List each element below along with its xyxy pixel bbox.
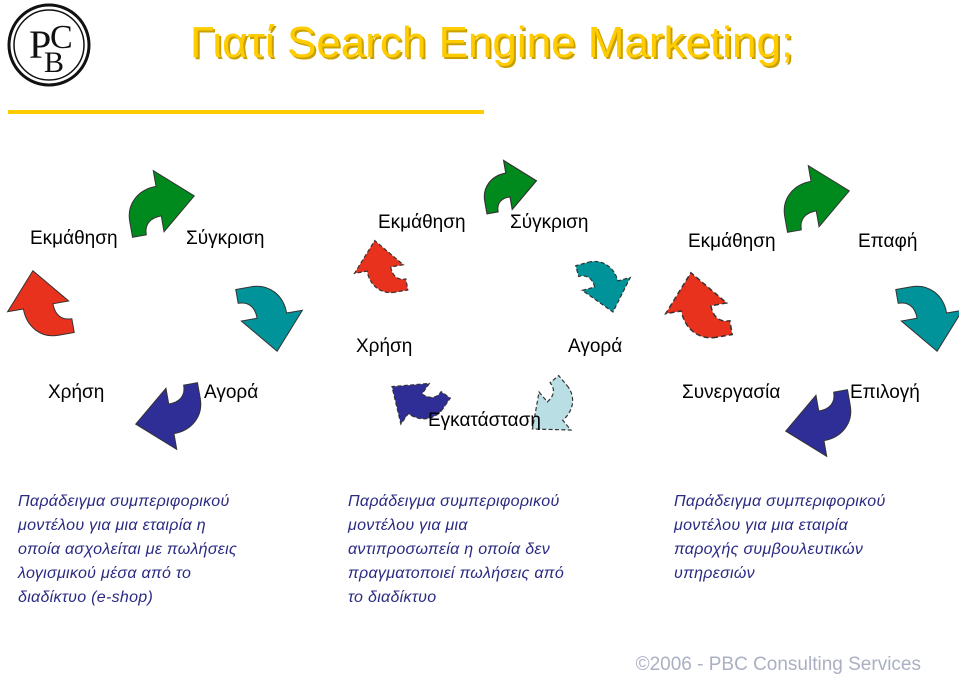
- cycle1-green-arrow-icon: [121, 163, 200, 238]
- cycle1-red-arrow-icon: [0, 265, 75, 344]
- cycle2-label-learning: Εκμάθηση: [378, 212, 466, 233]
- cycle1-teal-arrow-icon: [235, 278, 310, 357]
- cycle2-label-purchase: Αγορά: [568, 336, 623, 357]
- description-line: Παράδειγμα συμπεριφορικού: [348, 493, 560, 510]
- cycle1-label-purchase: Αγορά: [204, 382, 259, 403]
- description-line: οποία ασχολείται με πωλήσεις: [18, 541, 238, 558]
- cycle2-green-arrow-icon: [477, 154, 542, 215]
- cycle2-label-usage: Χρήση: [356, 336, 413, 357]
- cycle2-label-installation: Εγκατάσταση: [428, 410, 541, 431]
- svg-text:B: B: [44, 46, 64, 79]
- description-line: το διαδίκτυο: [348, 589, 437, 606]
- page-title: Γιατί Search Engine Marketing;: [190, 18, 794, 67]
- description-line: πραγματοποιεί πωλήσεις από: [348, 565, 565, 582]
- cycle3-description: Παράδειγμα συμπεριφορικού μοντέλου για μ…: [674, 490, 886, 586]
- cycle2-label-comparison: Σύγκριση: [510, 212, 589, 233]
- cycle1-navy-arrow-icon: [130, 382, 209, 457]
- description-line: λογισμικού μέσα από το: [18, 565, 192, 582]
- title-underline: [8, 110, 484, 114]
- cycle3-teal-arrow-icon: [895, 278, 959, 357]
- description-line: Παράδειγμα συμπεριφορικού: [18, 493, 230, 510]
- description-line: υπηρεσιών: [674, 565, 755, 582]
- copyright-footer: ©2006 - PBC Consulting Services: [635, 654, 921, 675]
- svg-text:P: P: [29, 22, 51, 67]
- cycle1-label-comparison: Σύγκριση: [186, 228, 265, 249]
- cycle1-label-learning: Εκμάθηση: [30, 228, 118, 249]
- cycle3-label-cooperation: Συνεργασία: [682, 382, 781, 403]
- cycle3-label-selection: Επιλογή: [850, 382, 920, 403]
- description-line: Παράδειγμα συμπεριφορικού: [674, 493, 886, 510]
- description-line: μοντέλου για μια εταιρία: [674, 517, 848, 534]
- description-line: παροχής συμβουλευτικών: [674, 541, 864, 558]
- cycle2-description: Παράδειγμα συμπεριφορικού μοντέλου για μ…: [348, 490, 564, 610]
- cycle1-description: Παράδειγμα συμπεριφορικού μοντέλου για μ…: [18, 490, 237, 610]
- pbc-logo: P B C: [7, 3, 91, 87]
- cycle1-label-usage: Χρήση: [48, 382, 105, 403]
- description-line: διαδίκτυο (e-shop): [18, 589, 154, 606]
- cycle3-label-learning: Εκμάθηση: [688, 231, 776, 252]
- cycle3-label-contact: Επαφή: [858, 231, 918, 252]
- cycle3-green-arrow-icon: [776, 158, 855, 233]
- cycle2-teal-arrow-icon: [575, 252, 639, 319]
- cycle3-red-arrow-icon: [658, 266, 733, 346]
- description-line: μοντέλου για μια: [348, 517, 468, 534]
- cycle2-red-arrow-icon: [348, 235, 409, 300]
- description-line: μοντέλου για μια εταιρία η: [18, 517, 206, 534]
- description-line: αντιπροσωπεία η οποία δεν: [348, 541, 551, 558]
- cycle3-navy-arrow-icon: [780, 389, 859, 464]
- svg-text:C: C: [50, 19, 73, 56]
